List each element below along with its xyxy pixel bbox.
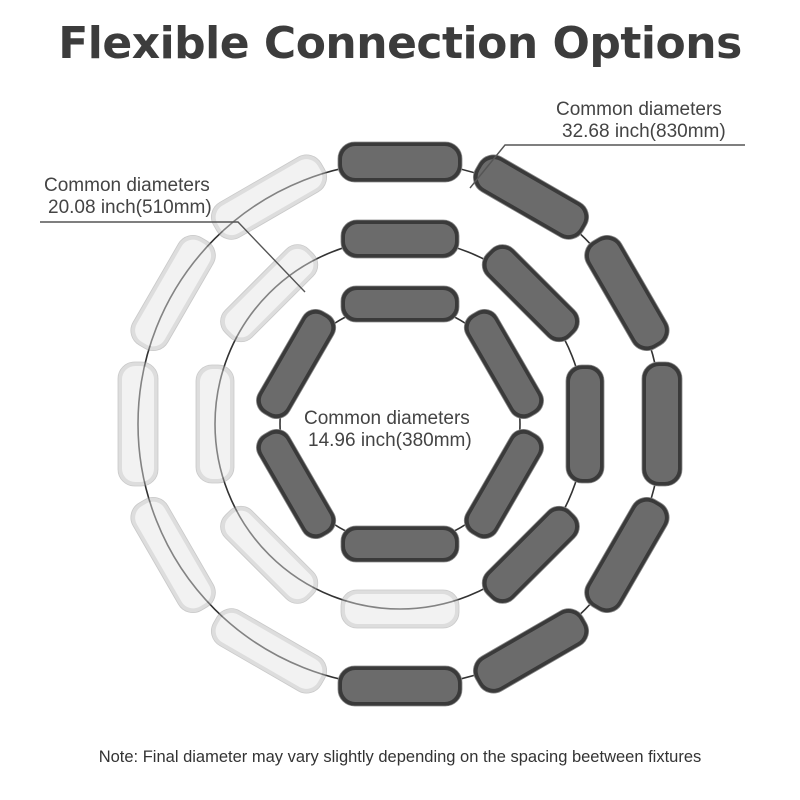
light-fixture bbox=[220, 244, 319, 343]
light-fixture bbox=[211, 608, 327, 694]
light-fixture bbox=[337, 665, 463, 707]
page-title: Flexible Connection Options bbox=[58, 18, 742, 69]
light-fixture bbox=[195, 364, 235, 484]
light-fixture bbox=[481, 505, 580, 604]
light-fixture bbox=[130, 497, 216, 613]
light-fixture bbox=[340, 219, 460, 259]
callout-large-value: 32.68 inch(830mm) bbox=[562, 121, 726, 142]
callout-large-diameter: Common diameters 32.68 inch(830mm) bbox=[556, 99, 726, 143]
light-fixture bbox=[256, 428, 337, 540]
light-fixture bbox=[340, 589, 460, 629]
large-ring-830mm bbox=[117, 141, 683, 707]
light-fixture bbox=[211, 154, 327, 240]
small-ring-380mm bbox=[256, 285, 544, 563]
light-fixture bbox=[584, 497, 670, 613]
callout-small-label: Common diameters bbox=[304, 408, 470, 429]
light-fixture bbox=[473, 154, 589, 240]
callout-large-label: Common diameters bbox=[556, 99, 722, 120]
callout-leader-lines bbox=[40, 144, 745, 293]
light-fixture bbox=[117, 361, 159, 487]
leader-line-large bbox=[469, 144, 745, 189]
callout-small-value: 14.96 inch(380mm) bbox=[308, 430, 472, 451]
light-fixture bbox=[463, 308, 544, 420]
medium-ring-510mm bbox=[195, 219, 605, 629]
light-fixture bbox=[340, 525, 460, 563]
callout-small-diameter: Common diameters 14.96 inch(380mm) bbox=[304, 408, 472, 452]
light-fixture bbox=[220, 505, 319, 604]
light-fixture bbox=[641, 361, 683, 487]
leader-line-medium bbox=[40, 221, 306, 293]
light-fixture bbox=[584, 235, 670, 351]
light-fixture bbox=[481, 244, 580, 343]
callout-medium-diameter: Common diameters 20.08 inch(510mm) bbox=[44, 175, 212, 219]
light-fixture bbox=[256, 308, 337, 420]
light-fixture bbox=[337, 141, 463, 183]
light-fixture bbox=[473, 608, 589, 694]
light-fixture bbox=[340, 285, 460, 323]
light-fixture bbox=[130, 235, 216, 351]
callout-medium-value: 20.08 inch(510mm) bbox=[48, 197, 212, 218]
footnote: Note: Final diameter may vary slightly d… bbox=[98, 748, 702, 766]
callout-medium-label: Common diameters bbox=[44, 175, 210, 196]
light-fixture bbox=[565, 364, 605, 484]
light-fixture bbox=[463, 428, 544, 540]
